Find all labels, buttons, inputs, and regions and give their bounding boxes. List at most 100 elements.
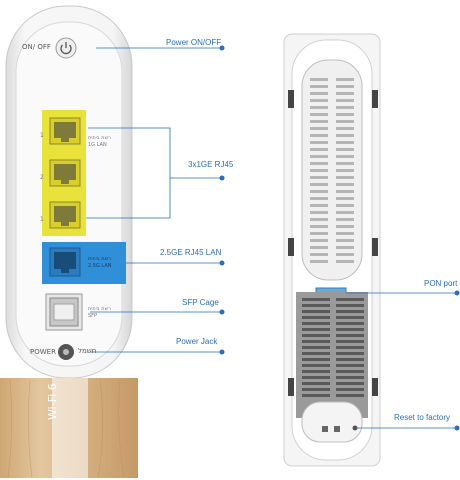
vent-slot bbox=[336, 346, 364, 349]
vent-slot bbox=[336, 260, 354, 263]
vent-slot bbox=[302, 340, 330, 343]
vent-slot bbox=[336, 340, 364, 343]
power-jack[interactable] bbox=[58, 344, 74, 360]
vent-slot bbox=[310, 162, 328, 165]
power-label: POWER bbox=[30, 348, 56, 356]
vent-slot bbox=[336, 388, 364, 391]
vent-slot bbox=[310, 148, 328, 151]
vent-slot bbox=[302, 304, 330, 307]
vent-slot bbox=[336, 183, 354, 186]
vent-slot bbox=[302, 316, 330, 319]
vent-slot bbox=[302, 376, 330, 379]
vent-slot bbox=[336, 120, 354, 123]
lan-25g-hebrew: רשת ביתית bbox=[88, 256, 111, 262]
lan-25g-label: 2.5G LAN bbox=[88, 263, 112, 269]
vent-slot bbox=[302, 328, 330, 331]
side-clip bbox=[372, 378, 378, 396]
vent-slot bbox=[310, 190, 328, 193]
vent-slot bbox=[310, 92, 328, 95]
vent-slot bbox=[336, 352, 364, 355]
sfp-hebrew: רשת ביתית bbox=[88, 306, 111, 312]
power-hebrew-label: חשמל bbox=[78, 347, 97, 355]
vent-slot bbox=[302, 370, 330, 373]
vent-slot bbox=[310, 239, 328, 242]
vent-slot bbox=[336, 141, 354, 144]
callout-power-onoff: Power ON/OFF bbox=[166, 38, 222, 47]
vent-slot bbox=[310, 218, 328, 221]
vent-slot bbox=[336, 232, 354, 235]
vent-slot bbox=[336, 298, 364, 301]
vent-slot bbox=[336, 92, 354, 95]
callout-rj45-25ge: 2.5GE RJ45 LAN bbox=[160, 248, 222, 257]
rj45-port-2[interactable] bbox=[49, 159, 81, 187]
vent-slot bbox=[336, 310, 364, 313]
vent-slot bbox=[302, 298, 330, 301]
lower-vent-slots bbox=[302, 298, 364, 397]
vent-slot bbox=[336, 364, 364, 367]
rj45-25g-port[interactable] bbox=[49, 247, 81, 277]
vent-slot bbox=[336, 253, 354, 256]
lan-1g-label: 1G LAN bbox=[88, 142, 107, 148]
lan-1g-hebrew: רשת ביתית bbox=[88, 135, 111, 141]
vent-slot bbox=[310, 106, 328, 109]
vent-slot bbox=[310, 183, 328, 186]
vent-slot bbox=[302, 322, 330, 325]
rj45-port-1[interactable] bbox=[49, 117, 81, 145]
vent-slot bbox=[336, 197, 354, 200]
callout-power-jack: Power Jack bbox=[176, 337, 218, 346]
vent-slot bbox=[302, 364, 330, 367]
vent-slot bbox=[302, 382, 330, 385]
callout-lines bbox=[86, 47, 458, 429]
vent-slot bbox=[310, 120, 328, 123]
vent-slot bbox=[336, 162, 354, 165]
vent-slot bbox=[302, 352, 330, 355]
bottom-slot-b bbox=[334, 426, 340, 432]
base-center-strip bbox=[52, 378, 88, 478]
reset-button[interactable] bbox=[352, 425, 358, 431]
sfp-label: SFP bbox=[88, 313, 98, 319]
vent-slot bbox=[336, 190, 354, 193]
vent-slot bbox=[310, 134, 328, 137]
side-clip bbox=[288, 90, 294, 108]
vent-slot bbox=[336, 99, 354, 102]
vent-slot bbox=[310, 99, 328, 102]
vent-slot bbox=[336, 334, 364, 337]
vent-slot bbox=[336, 155, 354, 158]
vent-slot bbox=[310, 127, 328, 130]
vent-slot bbox=[336, 382, 364, 385]
callout-pon-port: PON port bbox=[424, 279, 458, 288]
vent-slot bbox=[310, 155, 328, 158]
sfp-cage[interactable] bbox=[45, 293, 83, 331]
wifi-label: Wi-Fi 6 bbox=[46, 383, 59, 420]
rj45-port-3[interactable] bbox=[49, 201, 81, 229]
vent-slot bbox=[336, 394, 364, 397]
vent-slot bbox=[310, 85, 328, 88]
vent-slot bbox=[336, 169, 354, 172]
vent-slot bbox=[302, 394, 330, 397]
vent-slot bbox=[310, 204, 328, 207]
vent-slot bbox=[310, 78, 328, 81]
vent-slot bbox=[336, 322, 364, 325]
vent-slot bbox=[310, 141, 328, 144]
vent-slot bbox=[302, 310, 330, 313]
vent-slot bbox=[336, 127, 354, 130]
vent-slot bbox=[310, 232, 328, 235]
vent-slot bbox=[336, 85, 354, 88]
vent-slot bbox=[336, 204, 354, 207]
vent-slot bbox=[336, 78, 354, 81]
vent-slot bbox=[302, 334, 330, 337]
upper-vent-slots bbox=[310, 78, 354, 263]
vent-slot bbox=[336, 148, 354, 151]
vent-slot bbox=[310, 211, 328, 214]
callout-rj45-3x1ge: 3x1GE RJ45 bbox=[188, 160, 234, 169]
side-clip bbox=[288, 238, 294, 256]
vent-slot bbox=[336, 316, 364, 319]
vent-slot bbox=[310, 253, 328, 256]
side-clip bbox=[288, 378, 294, 396]
vent-slot bbox=[336, 218, 354, 221]
router-front-view bbox=[0, 5, 138, 479]
port-number-2: 2 bbox=[40, 174, 44, 181]
vent-slot bbox=[336, 225, 354, 228]
vent-slot bbox=[336, 358, 364, 361]
